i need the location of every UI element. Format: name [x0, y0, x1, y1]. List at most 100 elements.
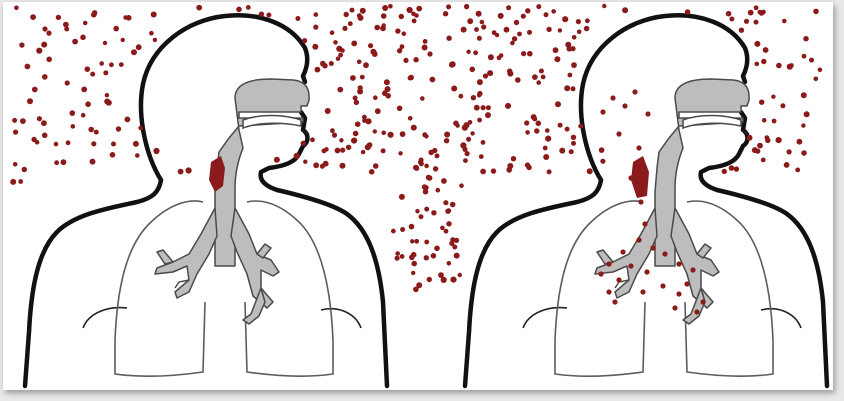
- airborne-particle: [419, 158, 424, 163]
- airborne-particle: [310, 137, 315, 142]
- airborne-particle: [303, 160, 307, 164]
- airborne-particle: [373, 129, 377, 133]
- deposited-particle: [616, 277, 621, 282]
- airborne-particle: [565, 127, 570, 132]
- airborne-particle: [564, 85, 570, 91]
- airborne-particle: [13, 130, 18, 135]
- airborne-particle: [801, 92, 807, 98]
- airborne-particle: [138, 126, 143, 131]
- airborne-particle: [22, 167, 27, 172]
- airborne-particle: [441, 178, 447, 184]
- airborne-particle: [585, 18, 590, 23]
- airborne-particle: [320, 61, 326, 67]
- airborne-particle: [436, 188, 441, 193]
- airborne-particle: [351, 138, 357, 144]
- airborne-particle: [388, 132, 394, 138]
- airborne-particle: [411, 261, 417, 267]
- airborne-particle: [772, 119, 777, 124]
- airborne-particle: [486, 105, 491, 110]
- airborne-particle: [470, 131, 474, 135]
- airborne-particle: [809, 58, 814, 63]
- deposited-particle: [694, 309, 699, 314]
- body-outline-right: [465, 15, 827, 386]
- airborne-particle: [525, 8, 530, 13]
- airborne-particle: [487, 70, 493, 76]
- airborne-particle: [373, 95, 378, 100]
- airborne-particle: [454, 253, 460, 259]
- airborne-particle: [787, 149, 792, 154]
- airborne-particle: [545, 136, 551, 142]
- airborne-particle: [532, 74, 538, 80]
- airborne-particle: [403, 58, 408, 63]
- airborne-particle: [739, 28, 744, 33]
- airborne-particle: [391, 229, 396, 234]
- airborne-particle: [587, 168, 593, 174]
- airborne-particle: [25, 64, 31, 70]
- airborne-particle: [485, 112, 491, 118]
- airborne-particle: [577, 30, 582, 35]
- airborne-particle: [789, 63, 793, 67]
- deposited-particle: [672, 305, 677, 310]
- airborne-particle: [344, 12, 349, 17]
- airborne-particle: [569, 149, 574, 154]
- deposited-particle: [612, 299, 617, 304]
- airborne-particle: [427, 51, 432, 56]
- airborne-particle: [351, 41, 357, 47]
- airborne-particle: [384, 79, 390, 85]
- airborne-particle: [361, 150, 365, 154]
- airborne-particle: [103, 70, 108, 75]
- airborne-particle: [63, 22, 69, 28]
- airborne-particle: [476, 11, 482, 17]
- airborne-particle: [443, 200, 448, 205]
- airborne-particle: [382, 5, 388, 11]
- airborne-particle: [536, 4, 541, 9]
- airborne-particle: [801, 123, 805, 127]
- airborne-particle: [511, 156, 516, 161]
- deposited-particle: [598, 271, 603, 276]
- airborne-particle: [512, 36, 517, 41]
- airborne-particle: [295, 16, 300, 21]
- airborne-particle: [776, 137, 782, 143]
- airborne-particle: [153, 38, 157, 42]
- airborne-particle: [358, 15, 364, 21]
- airborne-particle: [374, 25, 380, 31]
- airborne-particle: [734, 166, 739, 171]
- airborne-particle: [330, 128, 335, 133]
- airborne-particle: [531, 114, 537, 120]
- airborne-particle: [370, 49, 376, 55]
- airborne-particle: [420, 96, 425, 101]
- airborne-particle: [408, 76, 413, 81]
- airborne-particle: [467, 18, 473, 24]
- airborne-particle: [339, 138, 343, 142]
- airborne-particle: [536, 121, 542, 127]
- airborne-particle: [400, 131, 406, 137]
- airborne-particle: [432, 148, 437, 153]
- airborne-particle: [42, 74, 48, 80]
- airborne-particle: [397, 48, 402, 53]
- airborne-particle: [427, 277, 432, 282]
- airborne-particle: [375, 108, 381, 114]
- airborne-particle: [332, 133, 337, 138]
- airborne-particle: [411, 252, 417, 258]
- airborne-particle: [444, 132, 450, 138]
- person-left: [25, 15, 387, 386]
- airborne-particle: [410, 239, 414, 243]
- airborne-particle: [813, 9, 819, 15]
- airborne-particle: [462, 147, 467, 152]
- airborne-particle: [414, 239, 419, 244]
- airborne-particle: [113, 26, 119, 32]
- airborne-particle: [543, 154, 549, 160]
- airborne-particle: [562, 16, 568, 22]
- airborne-particle: [444, 138, 449, 143]
- airborne-particle: [555, 101, 561, 107]
- airborne-particle: [461, 27, 467, 33]
- airborne-particle: [474, 27, 479, 32]
- airborne-particle: [527, 51, 533, 57]
- deposited-particle: [690, 267, 695, 272]
- airborne-particle: [446, 36, 451, 41]
- airborne-particle: [468, 120, 473, 125]
- airborne-particle: [294, 153, 300, 159]
- deposited-particle: [662, 251, 667, 256]
- airborne-particle: [149, 31, 154, 36]
- airborne-particle: [466, 50, 470, 54]
